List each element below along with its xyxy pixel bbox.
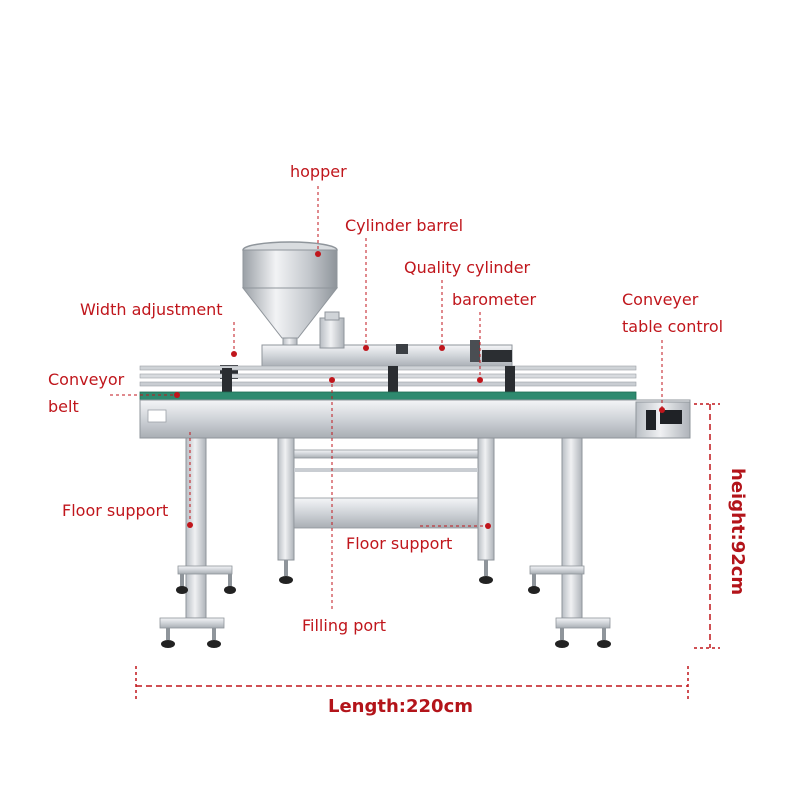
label-cylinder-barrel: Cylinder barrel bbox=[345, 216, 464, 235]
label-conveyor-belt-line2: belt bbox=[48, 397, 79, 416]
label-floor-support-center: Floor support bbox=[346, 534, 453, 553]
callout-dots bbox=[174, 251, 665, 529]
label-hopper: hopper bbox=[290, 162, 347, 181]
floor-supports bbox=[159, 437, 611, 629]
label-barometer: barometer bbox=[452, 290, 537, 309]
label-width-adjustment: Width adjustment bbox=[80, 300, 223, 319]
length-dimension-label: Length:220cm bbox=[328, 696, 473, 717]
label-floor-support-left: Floor support bbox=[62, 501, 169, 520]
length-dimension-line bbox=[135, 666, 689, 702]
label-conveyer-table-control-line2: table control bbox=[622, 317, 724, 336]
conveyor-body bbox=[139, 391, 691, 439]
label-filling-port: Filling port bbox=[302, 616, 386, 635]
support-feet bbox=[161, 560, 611, 648]
label-conveyor-belt-line1: Conveyor bbox=[48, 370, 125, 389]
height-dimension-label: height:92cm bbox=[727, 468, 748, 596]
callout-leaders bbox=[110, 186, 663, 612]
height-dimension-line bbox=[694, 403, 720, 649]
label-quality-cylinder: Quality cylinder bbox=[404, 258, 531, 277]
label-conveyer-table-control-line1: Conveyer bbox=[622, 290, 699, 309]
